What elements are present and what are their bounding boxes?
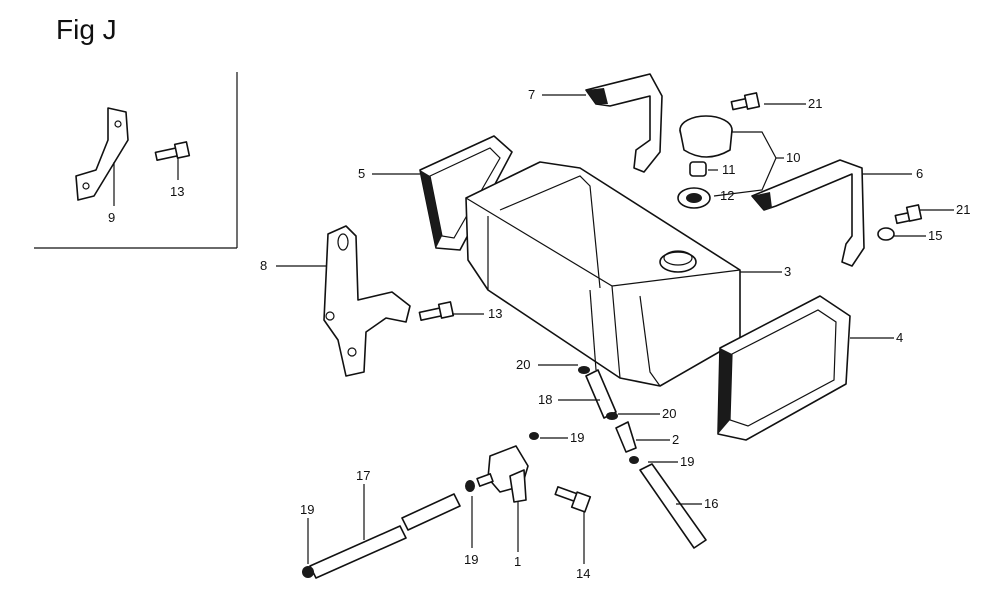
gasket-12 xyxy=(677,187,711,209)
bolt-13 xyxy=(418,301,455,321)
strap-7 xyxy=(585,73,663,173)
callout-20-top: 20 xyxy=(516,357,530,372)
callout-14: 14 xyxy=(576,566,590,581)
callout-11: 11 xyxy=(722,162,736,177)
bolt-21-right xyxy=(894,204,923,225)
callout-7: 7 xyxy=(528,87,535,102)
figure-title: Fig J xyxy=(56,14,117,45)
rubber-pad-4 xyxy=(717,295,851,441)
callout-16: 16 xyxy=(704,496,718,511)
callout-labels: 9 13 8 13 5 7 21 10 11 12 6 21 15 3 4 20… xyxy=(108,87,970,581)
hose-18 xyxy=(578,366,618,420)
callout-21-right: 21 xyxy=(956,202,970,217)
callout-20-bottom: 20 xyxy=(662,406,676,421)
callout-19-left: 19 xyxy=(300,502,314,517)
callout-12: 12 xyxy=(720,188,734,203)
callout-15: 15 xyxy=(928,228,942,243)
bolt-21-top xyxy=(730,92,761,111)
callout-8: 8 xyxy=(260,258,267,273)
filler-cap-10 xyxy=(679,115,733,158)
bracket-9 xyxy=(75,107,129,201)
strainer-11 xyxy=(689,161,707,177)
fuel-strainer-2 xyxy=(615,421,639,464)
callout-2: 2 xyxy=(672,432,679,447)
callout-19-right: 19 xyxy=(680,454,694,469)
hose-17 xyxy=(302,493,461,579)
bracket-8 xyxy=(323,225,411,377)
hose-16 xyxy=(639,463,707,549)
callout-21-top: 21 xyxy=(808,96,822,111)
fuel-tank-3 xyxy=(465,161,741,387)
callout-5: 5 xyxy=(358,166,365,181)
bolt-13-inset xyxy=(154,141,191,161)
leader-lines xyxy=(113,94,954,564)
strap-6 xyxy=(751,159,865,267)
callout-18: 18 xyxy=(538,392,552,407)
fuel-valve-1 xyxy=(465,432,539,503)
bolt-14 xyxy=(554,486,592,513)
callout-3: 3 xyxy=(784,264,791,279)
callout-17: 17 xyxy=(356,468,370,483)
callout-13-inset: 13 xyxy=(170,184,184,199)
callout-6: 6 xyxy=(916,166,923,181)
callout-19-valve: 19 xyxy=(570,430,584,445)
callout-9: 9 xyxy=(108,210,115,225)
callout-19-bottom: 19 xyxy=(464,552,478,567)
callout-13: 13 xyxy=(488,306,502,321)
callout-1: 1 xyxy=(514,554,521,569)
inset-border xyxy=(34,72,238,249)
callout-10: 10 xyxy=(786,150,800,165)
washer-15 xyxy=(877,227,895,241)
callout-4: 4 xyxy=(896,330,903,345)
